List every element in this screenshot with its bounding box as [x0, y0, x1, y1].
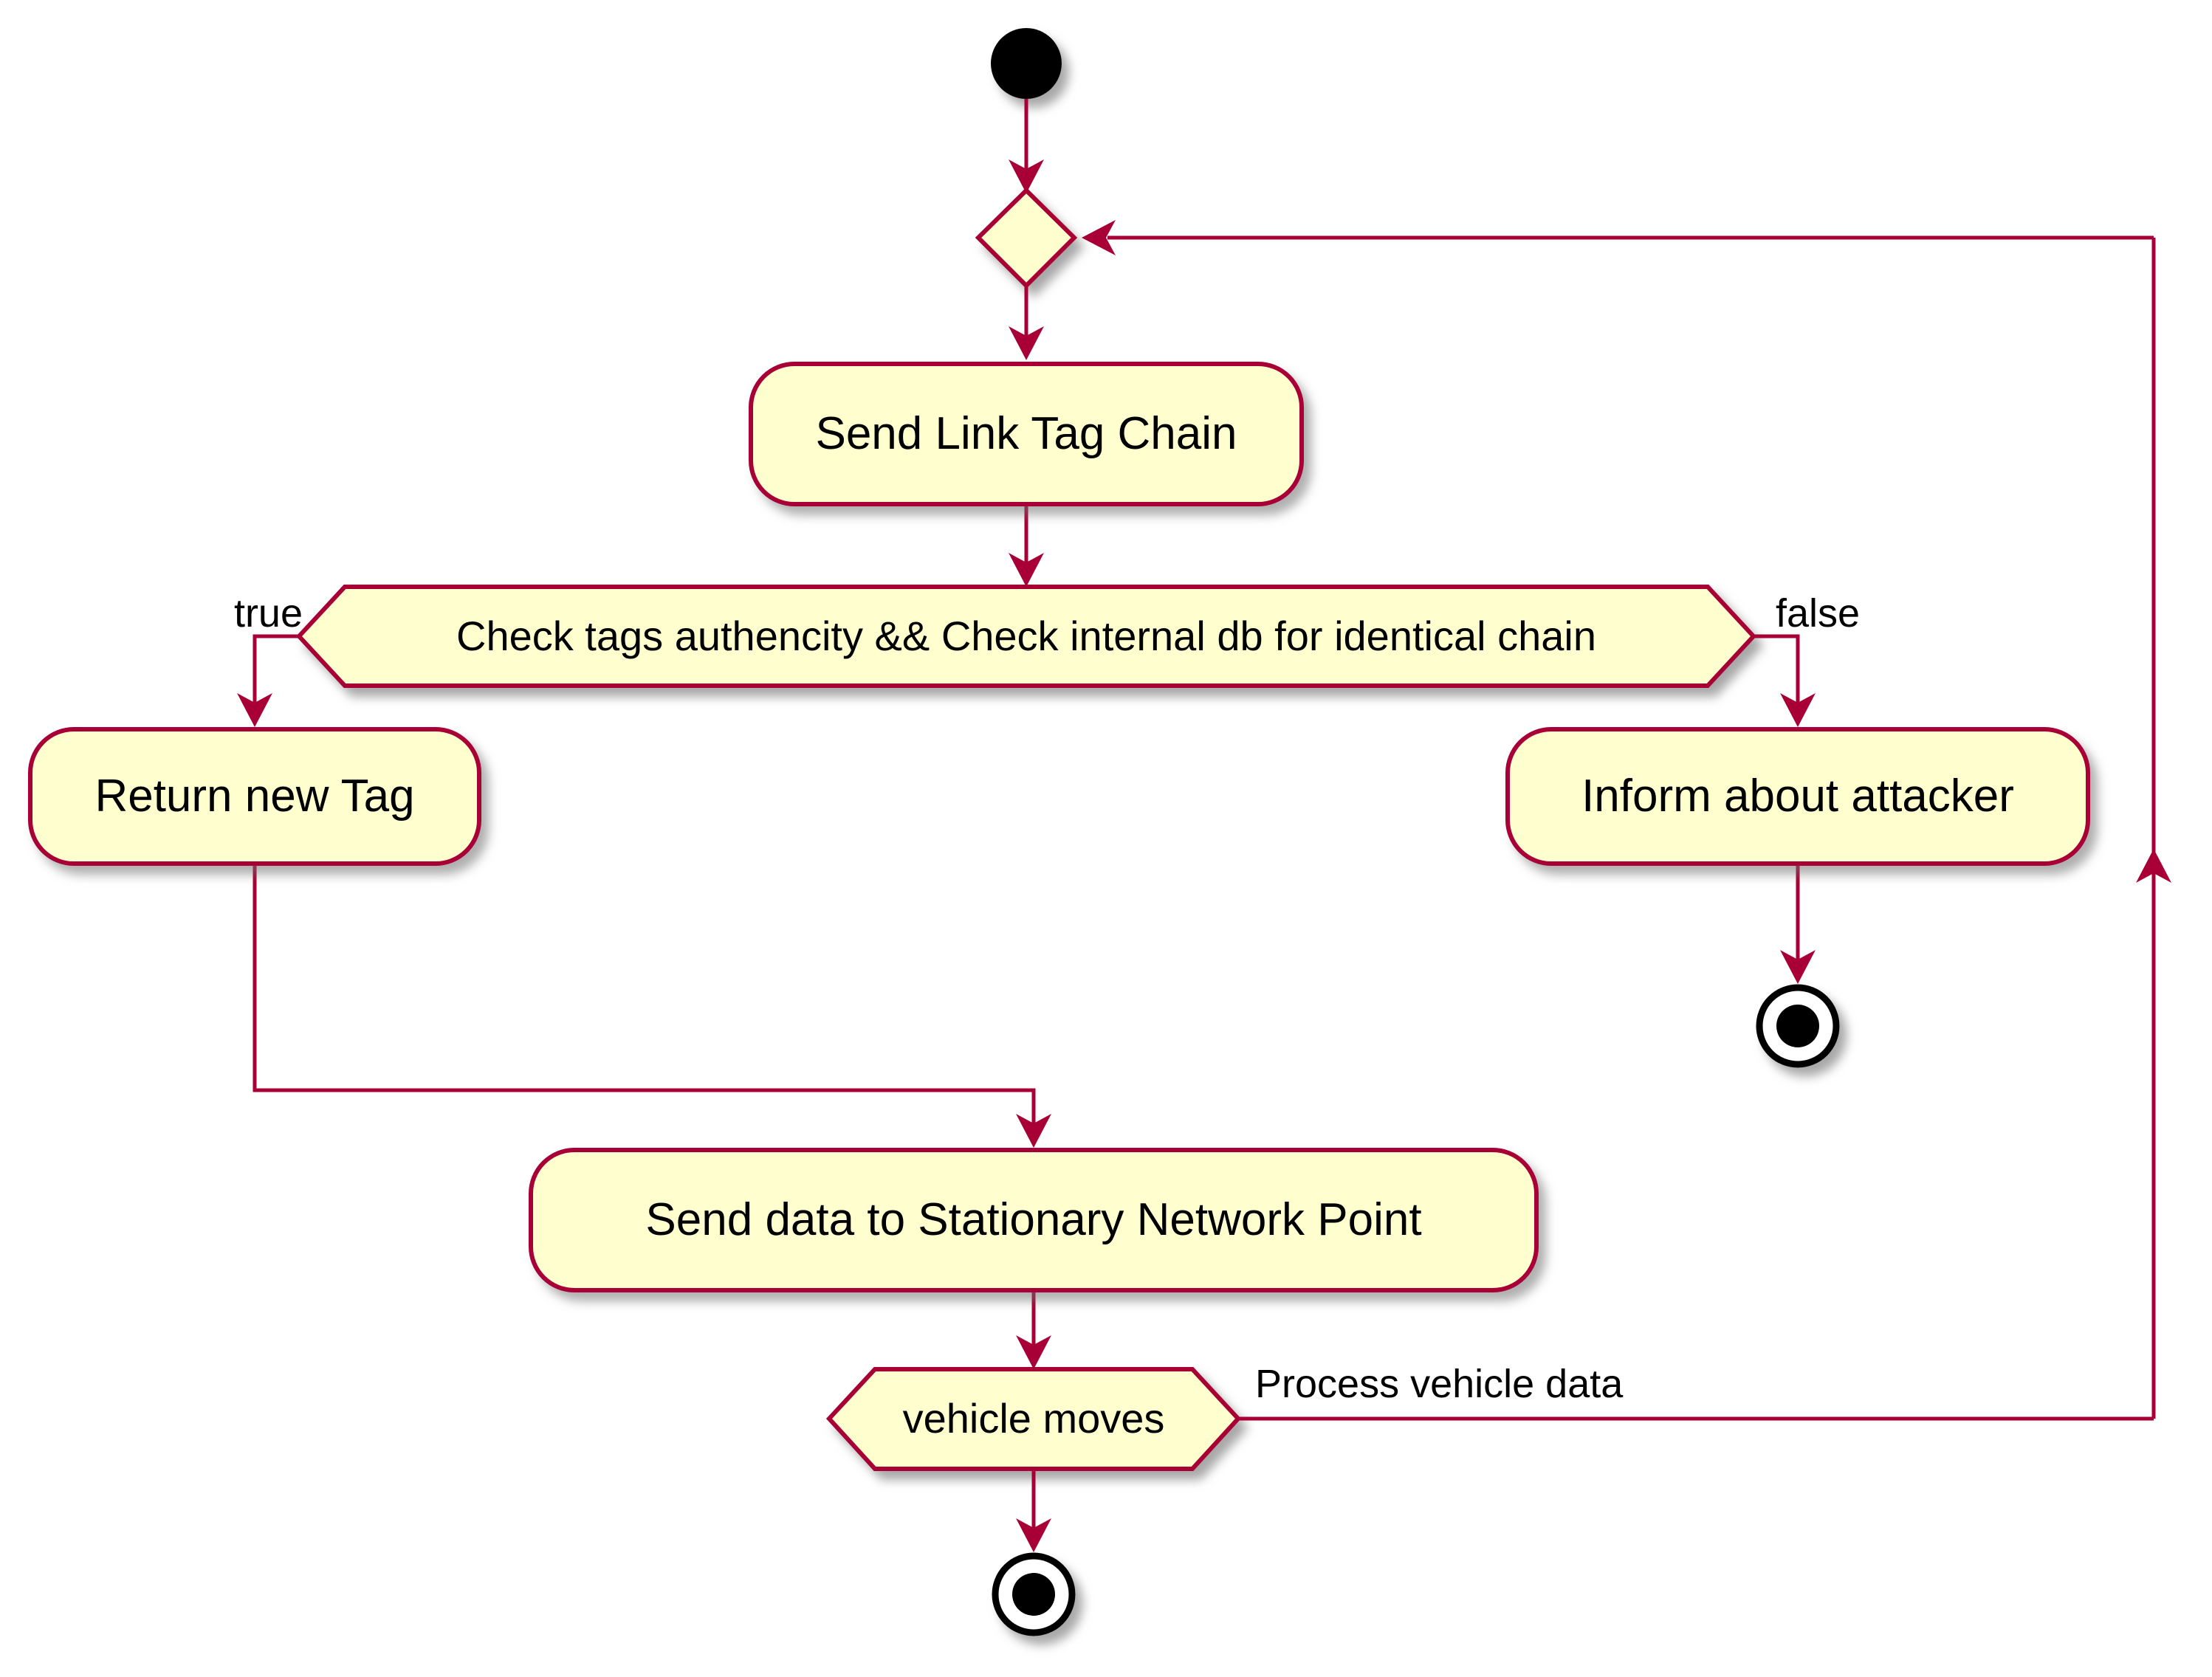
activity-send-link-tag-chain: Send Link Tag Chain — [749, 362, 1304, 506]
edge-false-branch — [1754, 634, 1800, 720]
arrowhead-down-icon — [1780, 693, 1816, 727]
activity-send-data-to-stationary-network-point: Send data to Stationary Network Point — [529, 1148, 1539, 1292]
activity-inform-about-attacker: Inform about attacker — [1505, 727, 2090, 866]
merge-diamond-node — [975, 187, 1078, 289]
arrowhead-down-icon — [1016, 1335, 1051, 1369]
start-node — [991, 28, 1062, 99]
activity-label: Send Link Tag Chain — [815, 407, 1237, 459]
end-node-attacker — [1756, 984, 1840, 1068]
arrowhead-down-icon — [1009, 326, 1044, 360]
arrowhead-left-icon — [1082, 220, 1116, 255]
activity-return-new-tag: Return new Tag — [28, 727, 481, 866]
condition-hexagon-node — [295, 585, 1757, 688]
edge-return-to-senddata — [253, 866, 1036, 1140]
edge-label-false: false — [1776, 591, 1861, 636]
activity-label: Return new Tag — [95, 770, 415, 822]
arrowhead-down-icon — [1009, 159, 1044, 193]
edge-label-true: true — [233, 591, 303, 636]
arrowhead-down-icon — [1016, 1518, 1051, 1552]
arrowhead-down-icon — [1780, 950, 1816, 984]
edge-label-process-vehicle-data: Process vehicle data — [1255, 1362, 1624, 1406]
arrowhead-up-icon — [2136, 849, 2171, 883]
end-node-final — [992, 1552, 1076, 1636]
activity-label: Send data to Stationary Network Point — [645, 1194, 1422, 1245]
vehicle-moves-hexagon-node — [825, 1367, 1242, 1471]
arrowhead-down-icon — [1016, 1114, 1051, 1148]
arrowhead-down-icon — [1009, 553, 1044, 587]
edge-true-branch — [253, 634, 299, 720]
arrowhead-down-icon — [237, 693, 272, 727]
activity-label: Inform about attacker — [1581, 770, 2014, 822]
